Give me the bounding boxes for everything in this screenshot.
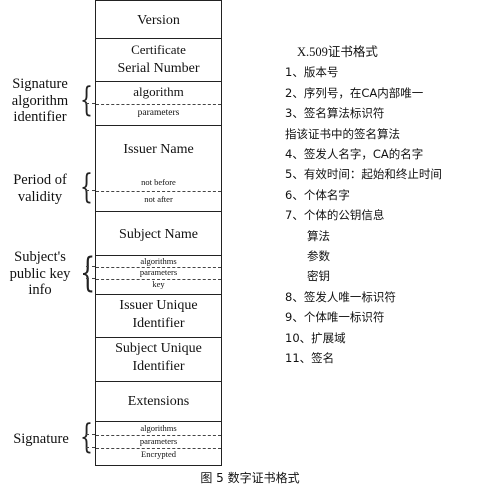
issuer-uid-line1: Issuer Unique xyxy=(119,298,198,313)
dashed-divider xyxy=(96,267,221,268)
serial-number-line2: Serial Number xyxy=(117,61,200,76)
list-item: 3、签名算法标识符 xyxy=(285,106,385,121)
dashed-connector xyxy=(86,434,95,435)
divider xyxy=(96,421,221,422)
dashed-connector xyxy=(86,190,95,191)
extensions-field: Extensions xyxy=(127,394,190,409)
validity-label: Period of validity xyxy=(4,172,76,205)
list-item: 1、版本号 xyxy=(285,65,339,80)
s-encrypted-field: Encrypted xyxy=(141,449,176,459)
label-line: validity xyxy=(17,188,63,205)
pk-algorithms-field: algorithms xyxy=(140,256,177,266)
subject-name-field: Subject Name xyxy=(119,227,198,242)
dashed-connector xyxy=(86,278,95,279)
divider xyxy=(96,294,221,295)
dashed-divider xyxy=(96,435,221,436)
list-sub-item: 参数 xyxy=(307,249,330,264)
label-line: identifier xyxy=(13,109,67,126)
divider xyxy=(96,211,221,212)
sig-algorithm-field: algorithm xyxy=(133,84,184,99)
dashed-connector xyxy=(86,103,95,104)
divider xyxy=(96,125,221,126)
divider xyxy=(96,255,221,256)
signature-label: Signature xyxy=(4,431,78,448)
version-field: Version xyxy=(137,13,180,28)
pk-key-field: key xyxy=(152,279,165,289)
dashed-connector xyxy=(86,266,95,267)
label-line: algorithm xyxy=(11,92,69,109)
x509-field-list: X.509证书格式 1、版本号 2、序列号，在CA内部唯一 3、签名算法标识符 … xyxy=(285,42,495,369)
not-after-field: not after xyxy=(144,194,173,204)
dashed-divider xyxy=(96,191,221,192)
issuer-name-field: Issuer Name xyxy=(123,142,194,157)
divider xyxy=(96,337,221,338)
list-sub-item: 算法 xyxy=(307,228,330,243)
divider xyxy=(96,81,221,82)
s-parameters-field: parameters xyxy=(139,436,178,446)
list-item: 指该证书中的签名算法 xyxy=(285,126,400,141)
certificate-structure-box: Version Certificate Serial Number algori… xyxy=(95,0,222,466)
brace-icon: { xyxy=(80,167,93,207)
serial-number-line1: Certificate xyxy=(131,42,186,57)
list-item: 11、签名 xyxy=(285,351,335,366)
s-algorithms-field: algorithms xyxy=(140,423,177,433)
label-line: Subject's xyxy=(14,249,66,265)
brace-icon: { xyxy=(80,250,96,296)
label-line: info xyxy=(28,282,52,299)
subject-uid-line2: Identifier xyxy=(132,359,185,374)
label-line: Signature xyxy=(12,76,68,92)
list-item: 10、扩展域 xyxy=(285,330,346,345)
list-title: X.509证书格式 xyxy=(297,45,378,59)
brace-icon: { xyxy=(80,417,93,457)
dashed-divider xyxy=(96,279,221,280)
label-line: Signature xyxy=(13,431,69,447)
dashed-connector xyxy=(86,447,95,448)
divider xyxy=(96,381,221,382)
brace-icon: { xyxy=(80,80,93,120)
list-item: 2、序列号，在CA内部唯一 xyxy=(285,85,424,100)
subject-uid-line1: Subject Unique xyxy=(115,341,202,356)
label-line: public key xyxy=(9,265,71,282)
dashed-divider xyxy=(96,104,221,105)
divider xyxy=(96,38,221,39)
list-item: 6、个体名字 xyxy=(285,187,350,202)
public-key-label: Subject's public key info xyxy=(2,249,78,299)
signature-algorithm-label: Signature algorithm identifier xyxy=(2,76,78,126)
list-item: 9、个体唯一标识符 xyxy=(285,310,385,325)
list-sub-item: 密钥 xyxy=(307,269,330,284)
sig-parameters-field: parameters xyxy=(137,108,180,118)
figure-caption: 图 5 数字证书格式 xyxy=(200,471,300,485)
not-before-field: not before xyxy=(141,177,176,187)
pk-parameters-field: parameters xyxy=(139,267,178,277)
list-item: 4、签发人名字，CA的名字 xyxy=(285,147,424,162)
list-item: 7、个体的公钥信息 xyxy=(285,208,385,223)
label-line: Period of xyxy=(13,172,67,188)
list-item: 8、签发人唯一标识符 xyxy=(285,289,396,304)
list-item: 5、有效时间：起始和终止时间 xyxy=(285,167,442,182)
issuer-uid-line2: Identifier xyxy=(132,316,185,331)
dashed-divider xyxy=(96,448,221,449)
